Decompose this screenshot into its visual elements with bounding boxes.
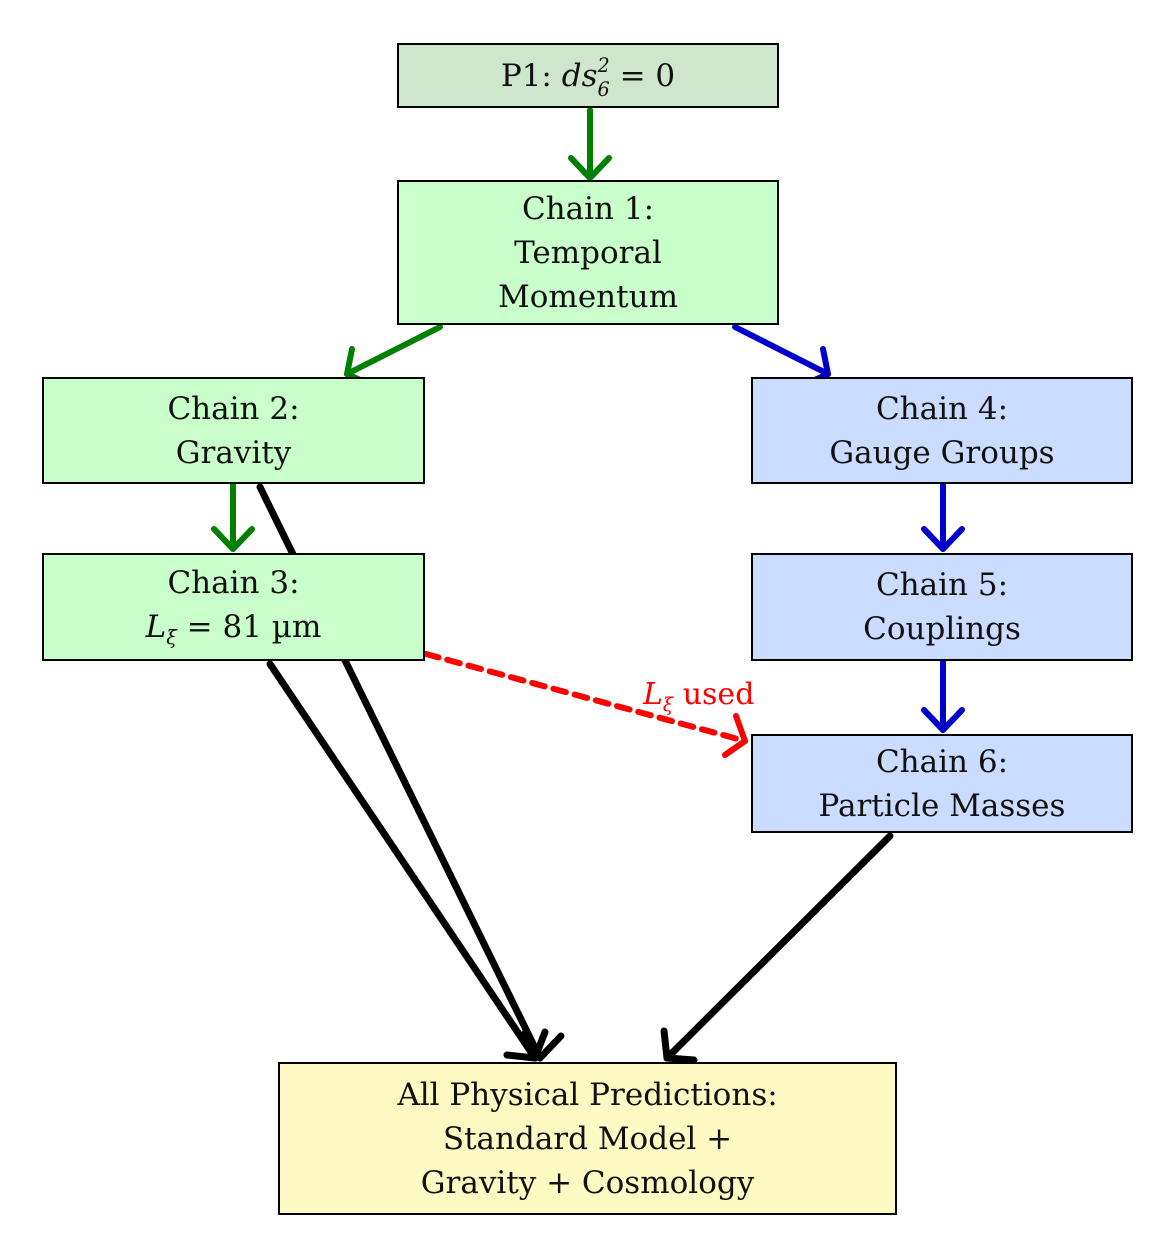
edge-label-lxi-used: Lξ used xyxy=(643,677,755,716)
arrow-chain3-to-predictions xyxy=(266,660,549,1062)
node-chain1-title: Chain 1: xyxy=(521,190,655,227)
node-chain3: Chain 3: Lξ = 81 µm xyxy=(42,553,425,661)
arrow-chain4-to-chain5 xyxy=(921,482,965,552)
node-p1-math-sup: 2 xyxy=(597,54,610,77)
arrow-p1-to-chain1 xyxy=(568,107,612,181)
node-p1-math-rest: = 0 xyxy=(619,57,676,94)
node-predictions: All Physical Predictions: Standard Model… xyxy=(278,1062,897,1215)
arrow-chain5-to-chain6 xyxy=(921,659,965,733)
arrow-chain1-to-chain4 xyxy=(732,324,831,387)
node-chain4: Chain 4: Gauge Groups xyxy=(751,377,1133,484)
node-chain6-line2: Particle Masses xyxy=(818,787,1066,824)
arrow-chain6-to-predictions xyxy=(660,832,894,1064)
node-chain2-title: Chain 2: xyxy=(167,390,300,427)
arrow-chain1-to-chain2 xyxy=(344,324,443,387)
node-p1-math-sub: 6 xyxy=(597,78,610,101)
node-chain3-formula: Lξ = 81 µm xyxy=(146,605,322,653)
edge-label-math-base: L xyxy=(643,677,663,712)
node-chain1-line2: Temporal xyxy=(514,234,662,271)
node-chain4-title: Chain 4: xyxy=(875,390,1009,427)
node-predictions-line2: Standard Model + xyxy=(442,1120,733,1157)
node-chain3-math-base: L xyxy=(145,609,167,645)
node-chain1-line3: Momentum xyxy=(498,278,678,315)
node-chain5-title: Chain 5: xyxy=(875,567,1009,603)
node-chain3-math-rest: = 81 µm xyxy=(186,609,322,645)
edge-label-text: used xyxy=(682,677,755,712)
node-chain3-math-sub: ξ xyxy=(166,625,177,649)
node-chain1: Chain 1: Temporal Momentum xyxy=(397,180,779,325)
node-p1-prefix: P1: xyxy=(500,57,552,94)
node-predictions-title: All Physical Predictions: xyxy=(397,1076,778,1113)
arrow-chain2-to-chain3 xyxy=(211,482,255,552)
node-chain6: Chain 6: Particle Masses xyxy=(751,734,1133,833)
edge-label-math-sub: ξ xyxy=(662,694,674,716)
node-chain3-title: Chain 3: xyxy=(167,565,300,601)
node-chain2-line2: Gravity xyxy=(175,434,292,471)
node-chain6-title: Chain 6: xyxy=(875,743,1009,780)
node-chain5-line2: Couplings xyxy=(863,611,1021,647)
node-predictions-line3: Gravity + Cosmology xyxy=(420,1164,755,1201)
node-chain5: Chain 5: Couplings xyxy=(751,553,1133,661)
arrow-chain3-to-chain6-dashed xyxy=(423,651,748,758)
node-p1-math-base: ds xyxy=(561,57,598,94)
node-chain2: Chain 2: Gravity xyxy=(42,377,425,484)
node-chain4-line2: Gauge Groups xyxy=(829,434,1055,471)
